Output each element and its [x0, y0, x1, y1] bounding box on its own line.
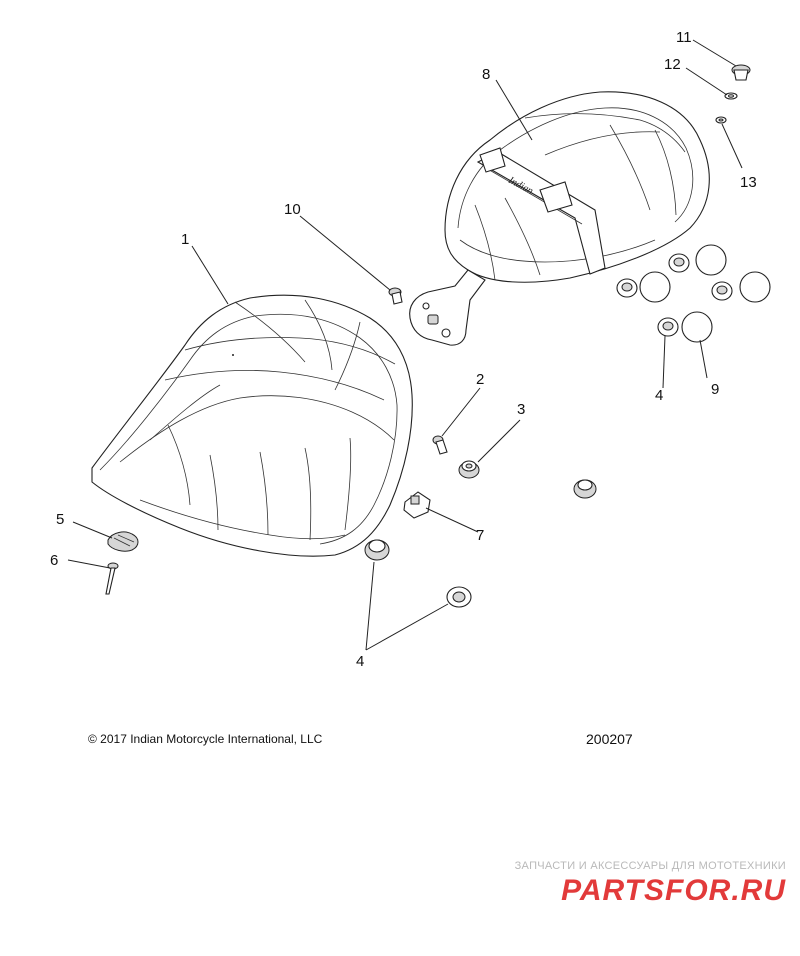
- grommet: [364, 539, 390, 561]
- callout-13: 13: [740, 174, 757, 191]
- callout-labels: 1 2 3 4 4 5 6 7 8 9 10 11 12 13: [50, 29, 757, 670]
- clip-part-5: [107, 531, 139, 552]
- watermark-tagline: ЗАПЧАСТИ И АКСЕССУАРЫ ДЛЯ МОТОТЕХНИКИ: [514, 860, 786, 872]
- watermark: ЗАПЧАСТИ И АКСЕССУАРЫ ДЛЯ МОТОТЕХНИКИ PA…: [486, 860, 786, 908]
- diagram-number: 200207: [586, 731, 633, 747]
- passenger-seat: Indian: [409, 91, 710, 346]
- callout-2: 2: [476, 371, 484, 388]
- leader-lines: [67, 39, 743, 651]
- callout-10: 10: [284, 201, 301, 218]
- callout-3: 3: [517, 401, 525, 418]
- grommet: [573, 479, 597, 499]
- grommet: [711, 281, 733, 301]
- nut-part-3: [458, 460, 480, 479]
- washer-part-12: [724, 92, 738, 100]
- callout-4: 4: [655, 387, 663, 404]
- grommet: [616, 278, 638, 298]
- callout-7: 7: [476, 527, 484, 544]
- watermark-logo[interactable]: PARTSFOR.RU: [561, 874, 786, 907]
- callout-8: 8: [482, 66, 490, 83]
- clip-nut-part-7: [403, 491, 431, 519]
- callout-5: 5: [56, 511, 64, 528]
- copyright-text: © 2017 Indian Motorcycle International, …: [88, 732, 323, 746]
- callout-4-grommets: 4: [356, 653, 364, 670]
- callout-1: 1: [181, 231, 189, 248]
- grommet: [446, 586, 472, 608]
- grommet: [657, 317, 679, 337]
- callout-11: 11: [676, 29, 692, 46]
- bolt-part-10: [388, 287, 403, 305]
- bumper-group: [639, 244, 771, 343]
- grommet-group: [364, 253, 733, 608]
- bolt-part-11: [731, 64, 751, 81]
- driver-seat: [91, 294, 413, 557]
- callout-12: 12: [664, 56, 681, 73]
- callout-6: 6: [50, 552, 58, 569]
- callout-9: 9: [711, 381, 719, 398]
- screw-part-2: [432, 435, 448, 455]
- rivet-part-6: [105, 562, 119, 595]
- grommet: [668, 253, 690, 273]
- washer-part-13: [715, 116, 727, 124]
